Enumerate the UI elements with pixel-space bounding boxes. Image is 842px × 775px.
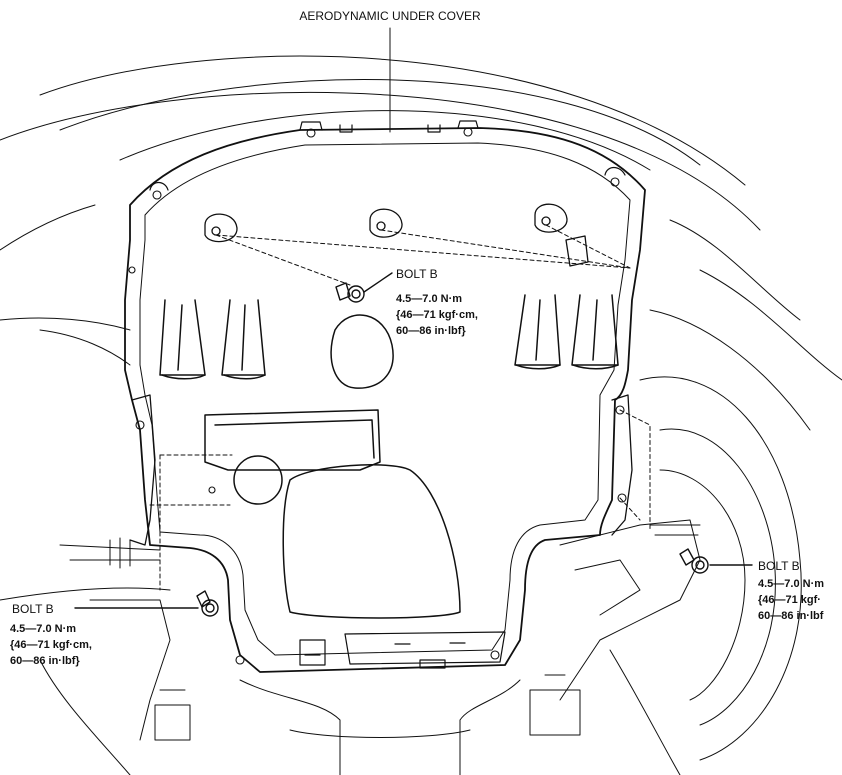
center-bulge xyxy=(330,314,394,389)
callout-left-bolt: BOLT B xyxy=(12,602,54,616)
alignment-dashed-lines xyxy=(149,224,651,591)
left-bolt-icon xyxy=(74,590,219,617)
cover-ribs xyxy=(159,294,619,380)
left-suspension xyxy=(0,329,191,775)
right-bolt-icon xyxy=(679,548,753,574)
side-brackets xyxy=(129,394,633,546)
diagram-title: AERODYNAMIC UNDER COVER xyxy=(299,9,481,23)
callout-right-bolt: BOLT B xyxy=(758,559,800,573)
callout-center-torque: 4.5—7.0 N·m xyxy=(396,293,462,305)
callout-right-kgf: {46—71 kgf· xyxy=(758,594,821,606)
right-tire xyxy=(639,376,802,761)
callout-left-kgf: {46—71 kgf·cm, xyxy=(10,639,92,651)
lower-panel xyxy=(204,409,461,619)
callout-center-inlbf: 60—86 in·lbf} xyxy=(396,325,466,337)
callout-left-inlbf: 60—86 in·lbf} xyxy=(10,655,80,667)
callout-left-torque: 4.5—7.0 N·m xyxy=(10,623,76,635)
perimeter-bolt-holes xyxy=(128,127,627,665)
center-bolt-icon xyxy=(335,272,393,303)
crossmember xyxy=(239,679,521,775)
cover-dimples xyxy=(204,203,589,267)
callout-center-bolt: BOLT B xyxy=(396,267,438,281)
under-cover-inner-rim xyxy=(139,142,631,656)
rear-edge-slots xyxy=(299,631,506,669)
callout-center-kgf: {46—71 kgf·cm, xyxy=(396,309,478,321)
callout-right: BOLT B 4.5—7.0 N·m {46—71 kgf· 60—86 in·… xyxy=(758,559,824,622)
callout-left: BOLT B 4.5—7.0 N·m {46—71 kgf·cm, 60—86 … xyxy=(10,602,92,667)
callout-right-torque: 4.5—7.0 N·m xyxy=(758,578,824,590)
front-flange-tabs xyxy=(149,120,626,191)
callout-center: BOLT B 4.5—7.0 N·m {46—71 kgf·cm, 60—86 … xyxy=(396,267,478,337)
vehicle-body-lines xyxy=(0,55,842,431)
right-suspension xyxy=(529,519,701,775)
callout-right-inlbf: 60—86 in·lbf xyxy=(758,610,824,622)
